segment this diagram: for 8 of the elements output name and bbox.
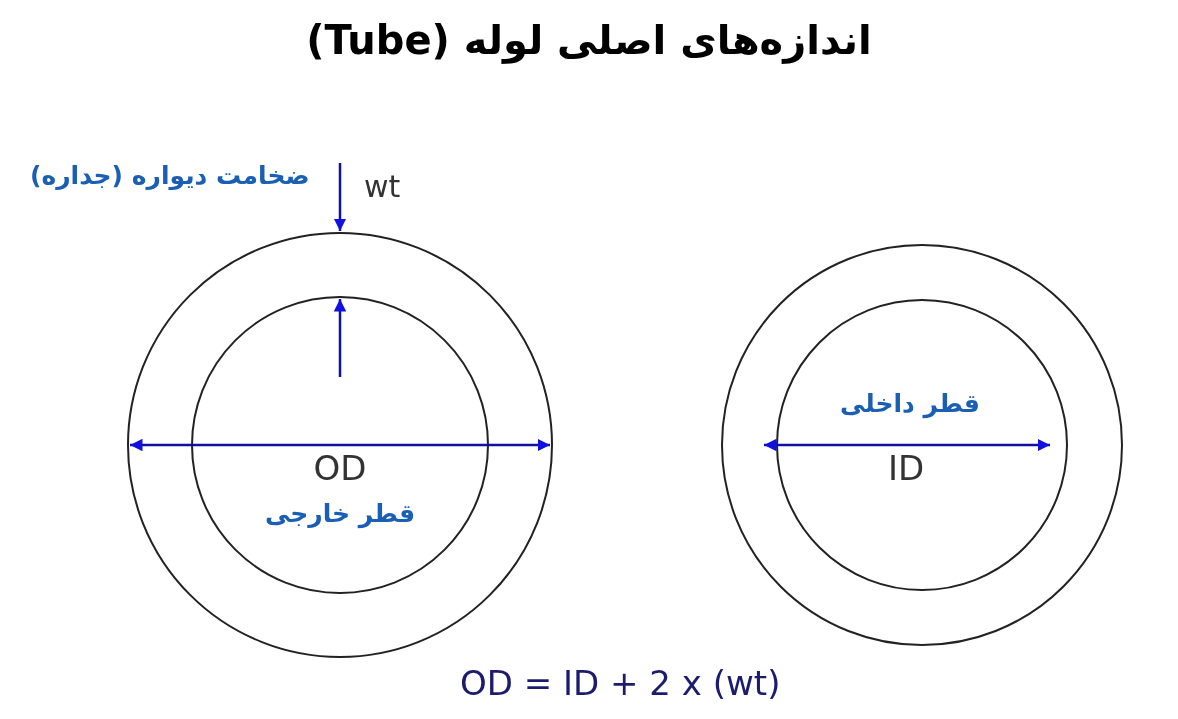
dimension-label: ضخامت دیواره (جداره)	[30, 162, 310, 190]
dimension-label: OD	[313, 450, 367, 488]
dimension-label: wt	[364, 170, 401, 203]
formula: OD = ID + 2 x (wt)	[460, 665, 781, 703]
dimension-label: ID	[888, 450, 925, 488]
dimension-label: قطر داخلی	[840, 390, 980, 418]
title: اندازه‌های اصلی لوله (Tube)	[305, 18, 873, 62]
dimension-label: قطر خارجی	[265, 500, 416, 528]
